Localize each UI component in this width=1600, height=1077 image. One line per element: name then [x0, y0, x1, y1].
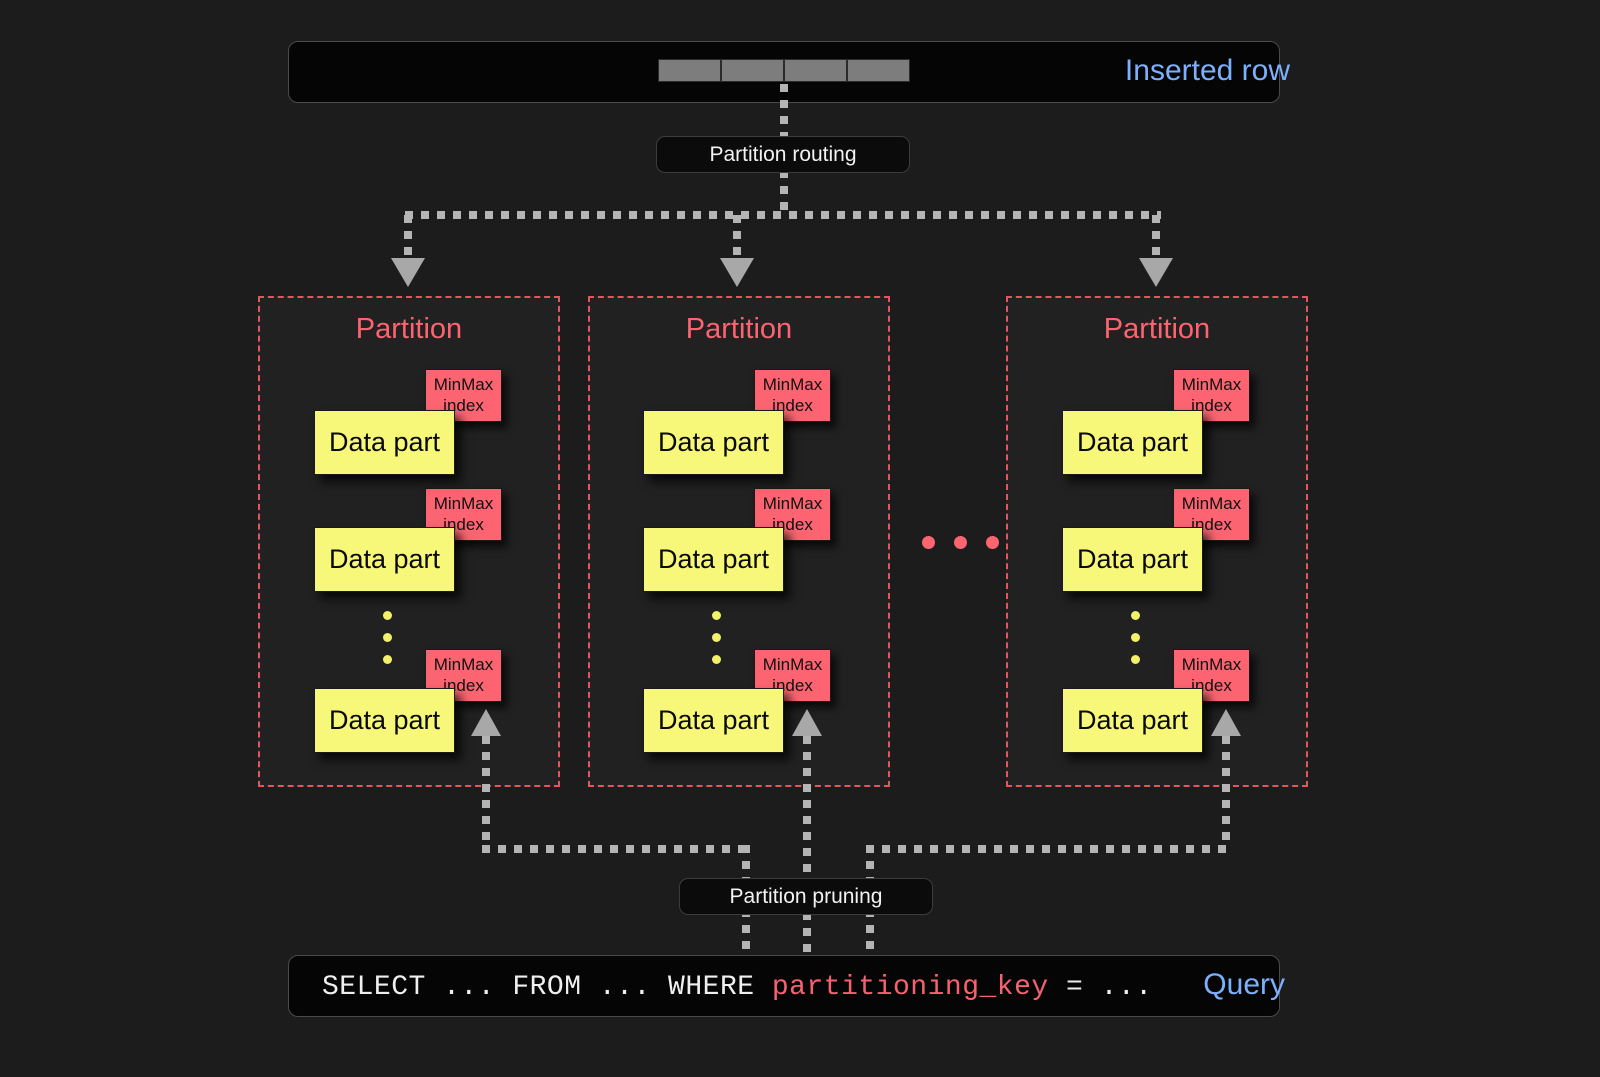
ellipsis-dot: [922, 536, 935, 549]
arrow-down-partition-1: [391, 258, 425, 287]
connector-pruning-bus-left: [482, 845, 750, 853]
ellipsis-dot: [383, 633, 392, 642]
arrow-down-partition-2: [720, 258, 754, 287]
query-prefix: SELECT ... FROM ... WHERE: [322, 972, 772, 1003]
connector-bus-to-partition-2: [733, 215, 741, 263]
ellipsis-dot: [954, 536, 967, 549]
row-cell: [784, 59, 847, 82]
query-partitioning-key: partitioning_key: [771, 972, 1049, 1003]
data-part-ellipsis: [383, 611, 392, 677]
connector-row-to-routing: [780, 84, 788, 138]
data-part-box: Data part: [314, 688, 455, 753]
row-cell: [721, 59, 784, 82]
data-part-box: Data part: [314, 527, 455, 592]
connector-pruning-bus-right: [866, 845, 1230, 853]
connector-bus-to-partition-1: [404, 215, 412, 263]
arrow-down-partition-3: [1139, 258, 1173, 287]
partition-pruning-box[interactable]: Partition pruning: [679, 878, 933, 915]
ellipsis-dot: [986, 536, 999, 549]
ellipsis-dot: [1131, 611, 1140, 620]
inserted-row-label: Inserted row: [1124, 54, 1290, 87]
connector-pruning-to-partition-1: [482, 736, 490, 848]
query-text: SELECT ... FROM ... WHERE partitioning_k…: [322, 972, 1153, 1003]
ellipsis-dot: [712, 611, 721, 620]
partition-title: Partition: [685, 313, 793, 345]
data-part-box: Data part: [643, 410, 784, 475]
ellipsis-dot: [383, 655, 392, 664]
data-part-box: Data part: [643, 527, 784, 592]
ellipsis-dot: [712, 633, 721, 642]
data-part-ellipsis: [712, 611, 721, 677]
ellipsis-dot: [383, 611, 392, 620]
query-suffix: = ...: [1048, 972, 1153, 1003]
data-part-box: Data part: [1062, 410, 1203, 475]
routing-distribution-bus: [405, 211, 1161, 219]
query-bar: [288, 955, 1280, 1017]
query-label: Query: [1203, 968, 1285, 1001]
arrow-up-partition-1: [471, 709, 501, 736]
data-part-box: Data part: [643, 688, 784, 753]
data-part-box: Data part: [1062, 527, 1203, 592]
connector-pruning-to-partition-2: [803, 736, 811, 957]
inserted-row-cells: [658, 59, 910, 82]
partition-routing-box[interactable]: Partition routing: [656, 136, 910, 173]
connector-bus-to-partition-3: [1152, 215, 1160, 263]
partition-title: Partition: [355, 313, 463, 345]
arrow-up-partition-2: [792, 709, 822, 736]
row-cell: [847, 59, 910, 82]
ellipsis-dot: [1131, 633, 1140, 642]
ellipsis-dot: [1131, 655, 1140, 664]
row-cell: [658, 59, 721, 82]
partitions-ellipsis: [922, 536, 999, 549]
connector-pruning-to-partition-3: [1222, 736, 1230, 848]
partition-title: Partition: [1103, 313, 1211, 345]
data-part-box: Data part: [314, 410, 455, 475]
connector-routing-to-bus: [780, 170, 788, 218]
data-part-ellipsis: [1131, 611, 1140, 677]
arrow-up-partition-3: [1211, 709, 1241, 736]
data-part-box: Data part: [1062, 688, 1203, 753]
ellipsis-dot: [712, 655, 721, 664]
